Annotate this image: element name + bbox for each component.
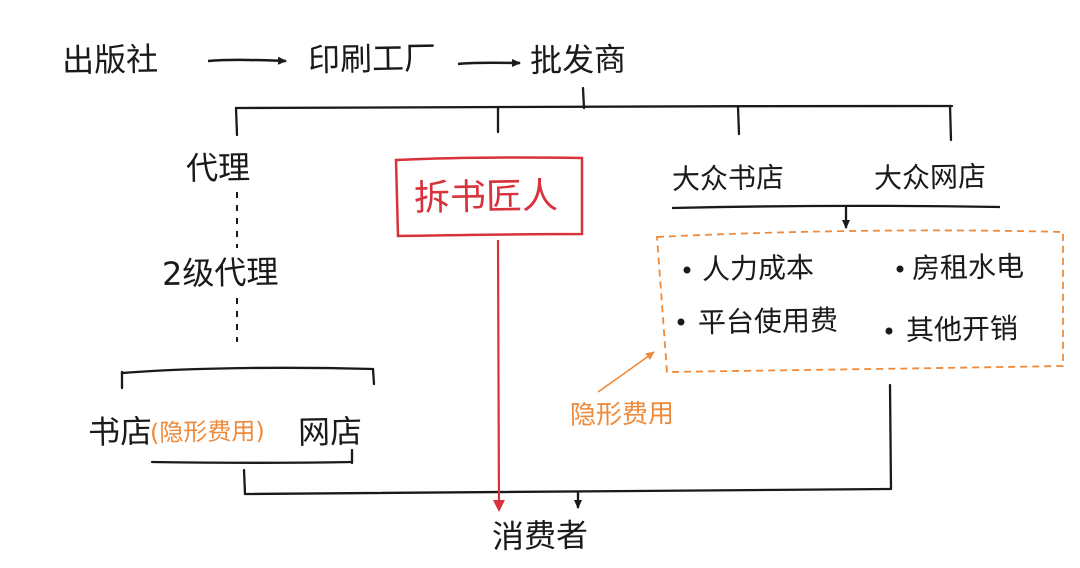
bookstore-label: 书店: [87, 412, 153, 452]
mass-store-underline: [671, 204, 1001, 210]
arrow-dismantler-to-consumer: [492, 239, 505, 512]
second-agent-label: 2级代理: [161, 252, 279, 294]
cost-item-other-expenses: 其他开销: [905, 312, 1019, 347]
book-dismantler-box: [394, 156, 584, 238]
cost-box: [656, 229, 1064, 373]
consumer-label: 消费者: [491, 516, 589, 556]
cost-item-platform-fee: 平台使用费: [697, 303, 839, 340]
hidden-cost-pointer: [597, 351, 655, 393]
publisher-label: 出版社: [61, 40, 159, 80]
mass-online-store-label: 大众网店: [873, 160, 987, 195]
consumer-collector-bracket: [242, 383, 893, 496]
arrow-printer-to-wholesaler: [457, 58, 521, 67]
agent-label: 代理: [185, 148, 251, 188]
printer-label: 印刷工厂: [307, 38, 437, 80]
wholesaler-label: 批发商: [529, 40, 627, 80]
cost-item-labor: 人力成本: [701, 251, 815, 286]
online-store-label: 网店: [297, 412, 363, 452]
hidden-cost-label: 隐形费用: [569, 399, 675, 431]
cost-box-bullets: [677, 265, 904, 335]
wholesaler-distribution-bracket: [234, 86, 954, 142]
cost-item-rent-utilities: 房租水电: [911, 250, 1025, 285]
bookstore-hidden-cost-label: (隐形费用): [149, 417, 265, 447]
retail-bracket: [120, 366, 376, 465]
mass-bookstore-label: 大众书店: [671, 161, 785, 196]
book-dismantler-label: 拆书匠人: [413, 175, 559, 220]
arrow-publisher-to-printer: [207, 56, 287, 65]
